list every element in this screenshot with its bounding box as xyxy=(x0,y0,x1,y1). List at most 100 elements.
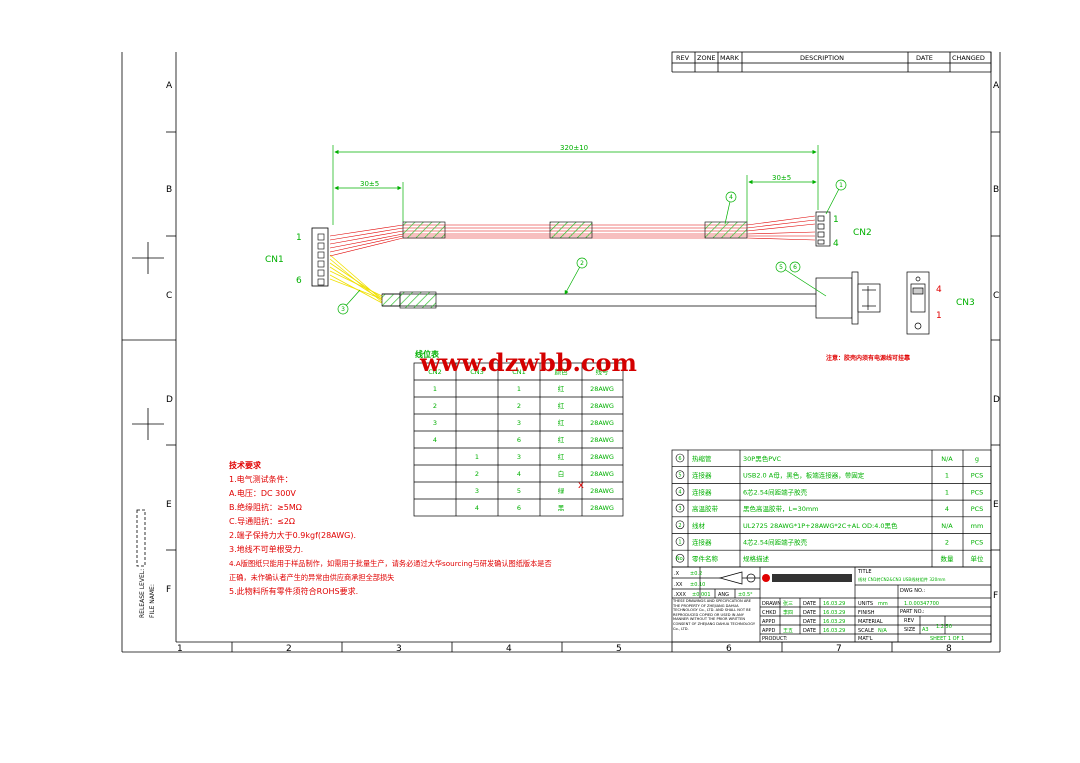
bom-spec: 黑色高温胶带，L=30mm xyxy=(743,504,819,513)
tech-req-line: A.电压：DC 300V xyxy=(229,488,296,498)
bom-name: 连接器 xyxy=(692,471,712,480)
tol-xx: .XX xyxy=(674,582,683,588)
cn1-label: CN1 xyxy=(265,255,284,265)
wiring-cell: 28AWG xyxy=(590,487,614,495)
wiring-header-cell: 线号 xyxy=(596,367,610,376)
bom-qty: N/A xyxy=(941,522,953,530)
dim-overall: 320±10 xyxy=(560,144,588,152)
bom-unit: 单位 xyxy=(971,554,985,563)
wiring-cell: 3 xyxy=(517,453,521,461)
rev-header: REV xyxy=(676,54,690,62)
bom-no: 1 xyxy=(678,540,681,546)
tech-req-line: 3.地线不可单根受力. xyxy=(229,544,303,554)
zone-f-left: F xyxy=(166,585,171,595)
zone-d-right: D xyxy=(993,395,1000,405)
bom-unit: PCS xyxy=(971,472,984,480)
cn1-housing xyxy=(311,227,329,287)
zone-c-left: C xyxy=(166,291,172,301)
date-label: DATE xyxy=(803,610,816,616)
chkd-label: CHKD xyxy=(762,610,777,616)
tol-x: .X xyxy=(674,571,680,577)
size-value: A3 xyxy=(922,627,929,633)
bom-spec: 30P黑色PVC xyxy=(743,454,782,463)
bom-balloon xyxy=(675,553,685,563)
bom-unit: PCS xyxy=(971,539,984,547)
cn1-pin-bottom: 6 xyxy=(296,276,302,286)
tol-xx-val: ±0.10 xyxy=(690,582,705,588)
units-label: UNITS xyxy=(858,601,873,607)
zone-letters: A B C D E F A B C D E F xyxy=(166,81,1000,601)
appd-by: 王五 xyxy=(783,628,793,634)
bom-unit: mm xyxy=(971,522,984,530)
bom-spec: 4芯2.54间距端子胶壳 xyxy=(743,538,808,547)
bom-no: 4 xyxy=(678,489,681,495)
file-name-label: FILE NAME: xyxy=(149,584,156,618)
bom-name: 零件名称 xyxy=(692,554,719,563)
bom-balloon xyxy=(675,537,685,546)
bom-qty: 2 xyxy=(945,539,949,547)
bom-name: 高温胶带 xyxy=(692,504,719,513)
ang-label: ANG xyxy=(718,592,729,598)
wiring-cell: 3 xyxy=(433,419,437,427)
wiring-cell: 红 xyxy=(558,452,565,461)
proprietary-note: THESE DRAWINGS AND SPECIFICATION ARE THE… xyxy=(673,599,755,631)
wiring-cell: 红 xyxy=(558,418,565,427)
date-label: DATE xyxy=(803,628,816,634)
product-label: PRODUCT: xyxy=(762,636,788,642)
dahua-logo xyxy=(718,571,852,585)
bom-qty: 1 xyxy=(945,472,949,480)
wiring-cell: 4 xyxy=(517,470,521,478)
wiring-cell: 红 xyxy=(558,384,565,393)
date-3: 16.03.29 xyxy=(823,619,845,625)
part-no-label: PART NO.: xyxy=(900,609,925,615)
tech-req-line: 4.A版图纸只能用于样品制作，如需用于批量生产，请务必通过大华sourcing与… xyxy=(229,559,552,568)
wiring-cell: 2 xyxy=(517,402,521,410)
wiring-cell: 6 xyxy=(517,436,521,444)
drawing-frame xyxy=(121,52,1001,653)
bom-no: 5 xyxy=(678,473,681,479)
wiring-table-title: 线位表 xyxy=(415,349,440,359)
wiring-cell: 4 xyxy=(433,436,437,444)
zone-e-left: E xyxy=(166,500,172,510)
cn2-pin-bottom: 4 xyxy=(833,239,839,249)
mark-header: MARK xyxy=(720,54,740,62)
balloon-5: 5 xyxy=(779,264,783,271)
bom-spec: 6芯2.54间距端子胶壳 xyxy=(743,487,808,496)
wiring-cell: 28AWG xyxy=(590,419,614,427)
chkd-by: 李四 xyxy=(783,609,793,616)
dwg-no-label: DWG NO.: xyxy=(900,588,925,594)
cn1-pin-top: 1 xyxy=(296,233,302,243)
cn3-label: CN3 xyxy=(956,298,975,308)
wiring-cell: 28AWG xyxy=(590,436,614,444)
wiring-cell: 红 xyxy=(558,401,565,410)
bom-balloon xyxy=(675,453,685,463)
sheet-number: SHEET 1 OF 1 xyxy=(930,636,964,642)
cn3-front-view xyxy=(906,271,930,335)
tol-x-val: ±0.2 xyxy=(690,571,702,577)
zone-c-right: C xyxy=(993,291,999,301)
bom-balloon xyxy=(675,487,685,496)
changed-header: CHANGED xyxy=(952,54,985,62)
tol-xxx: .XXX xyxy=(674,592,686,598)
zone-e-right: E xyxy=(993,500,999,510)
wiring-cell: 2 xyxy=(475,470,479,478)
bom-qty: 4 xyxy=(945,505,949,513)
wiring-header-cell: CN1 xyxy=(512,368,526,376)
material-label: MATERIAL xyxy=(858,619,883,625)
balloon-3: 3 xyxy=(341,306,345,313)
bom-spec: USB2.0 A母，黑色，板端连接器，带固定 xyxy=(743,471,865,480)
bom-qty: 1 xyxy=(945,488,949,496)
wiring-cell: 6 xyxy=(517,504,521,512)
cn2-housing xyxy=(815,211,831,247)
rev-label: REV xyxy=(904,618,915,624)
revision-block: REV ZONE MARK DESCRIPTION DATE CHANGED xyxy=(671,51,992,73)
part-no: 1.2.50 xyxy=(936,624,952,630)
balloon-4: 4 xyxy=(729,194,733,201)
bom-name: 热缩管 xyxy=(692,454,712,463)
balloons xyxy=(337,179,847,315)
col-6: 6 xyxy=(726,644,732,654)
col-2: 2 xyxy=(286,644,292,654)
date-1: 16.03.29 xyxy=(823,601,845,607)
